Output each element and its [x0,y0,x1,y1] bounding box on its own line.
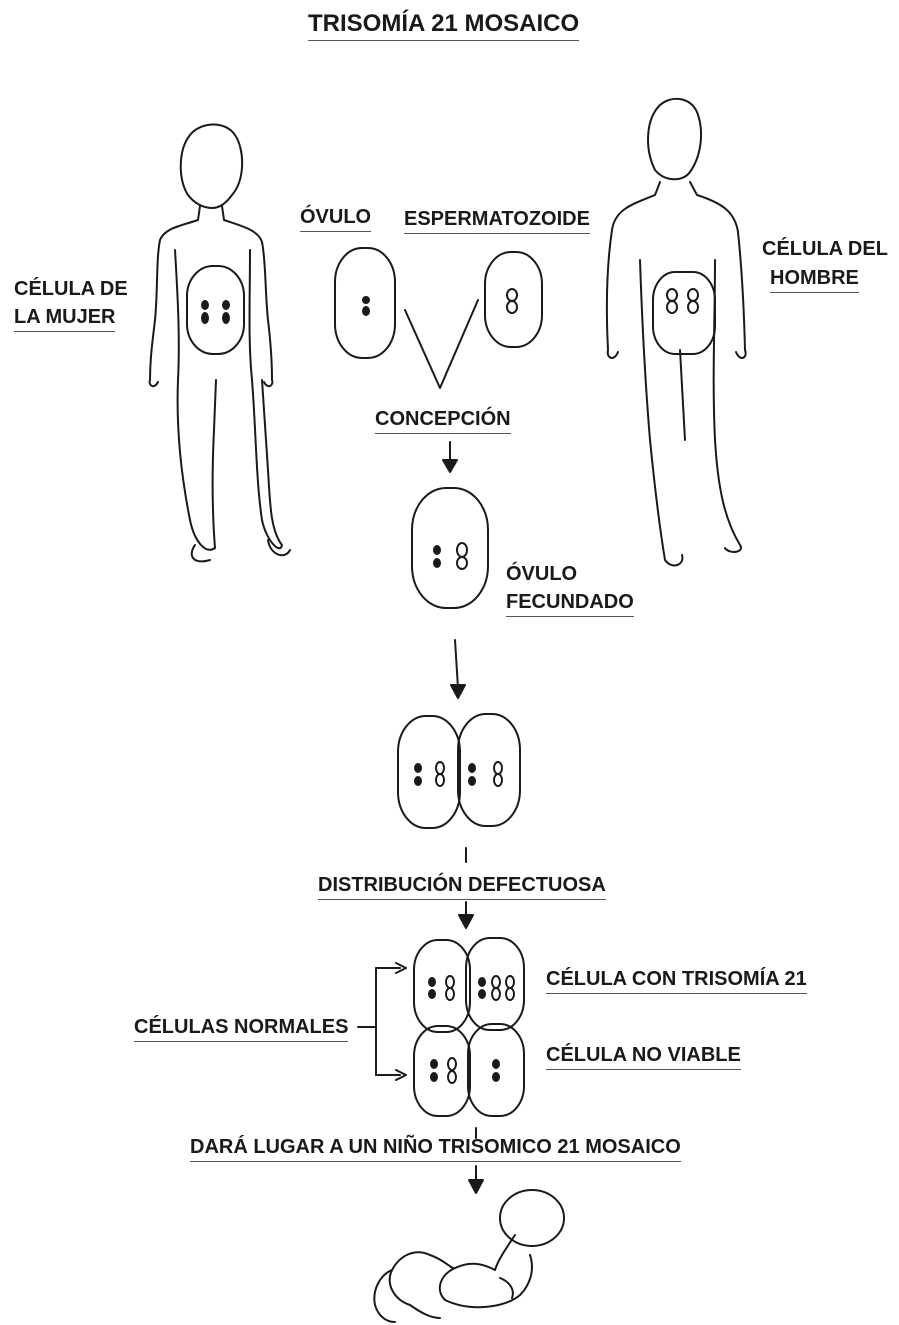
man-cell-label-line2: HOMBRE [770,267,859,293]
sperm-label: ESPERMATOZOIDE [404,208,590,234]
conception-lines [405,300,478,388]
man-cell [653,272,715,354]
four-cell-stage [414,938,524,1116]
diagram-title: TRISOMÍA 21 MOSAICO [308,10,579,41]
trisomy-cell-label: CÉLULA CON TRISOMÍA 21 [546,968,807,994]
outcome-label: DARÁ LUGAR A UN NIÑO TRISOMICO 21 MOSAIC… [190,1136,681,1162]
nonviable-cell-label: CÉLULA NO VIABLE [546,1044,741,1070]
woman-cell-chromosomes [201,300,230,324]
woman-cell-label-line1: CÉLULA DE [14,278,128,301]
faulty-distribution-label: DISTRIBUCIÓN DEFECTUOSA [318,874,606,900]
two-cell-stage [398,714,520,828]
fertilized-label-line1: ÓVULO [506,563,577,586]
normal-cells-bracket [358,963,406,1080]
conception-label: CONCEPCIÓN [375,408,511,434]
baby-figure [374,1190,564,1322]
normal-cells-label: CÉLULAS NORMALES [134,1016,348,1042]
ovum-cell [335,248,395,358]
man-figure [607,99,746,566]
sperm-cell [485,252,542,347]
man-cell-chromosomes [667,289,698,313]
woman-figure [150,124,290,561]
ovum-label: ÓVULO [300,206,371,232]
woman-cell-label-line2: LA MUJER [14,306,115,332]
woman-cell [187,266,244,354]
zygote-cell [412,488,488,608]
fertilized-label-line2: FECUNDADO [506,591,634,617]
arrow-to-two-cell [455,640,458,688]
man-cell-label-line1: CÉLULA DEL [762,238,888,261]
